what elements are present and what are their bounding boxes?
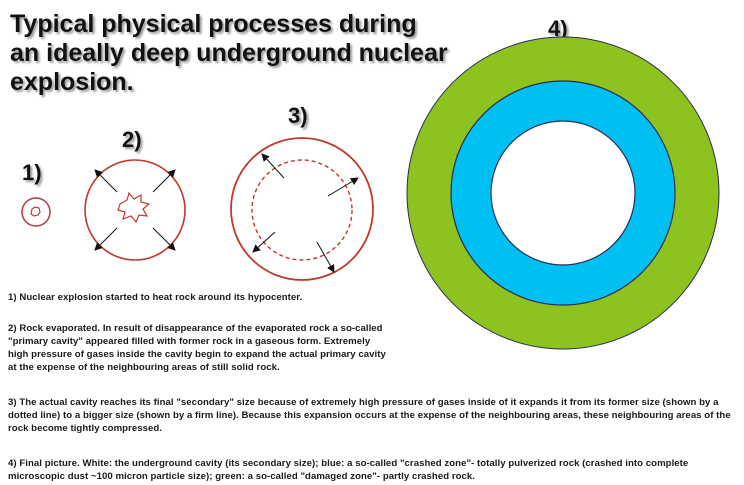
stage-2-label: 2) <box>122 127 142 152</box>
stage-4-label: 4) <box>548 16 568 41</box>
note-3: 3) The actual cavity reaches its final "… <box>8 397 731 434</box>
note-4: 4) Final picture. White: the underground… <box>8 458 689 482</box>
stage-4-cavity <box>490 120 636 266</box>
diagram-title: Typical physical processes during an ide… <box>10 10 448 96</box>
stage-2-arrow-nw <box>94 169 118 193</box>
stage-1-diagram <box>21 197 51 227</box>
stage-2-arrow-ne <box>152 169 176 193</box>
stage-4-diagram <box>406 36 720 350</box>
stage-3-secondary-boundary <box>230 137 374 281</box>
stage-3-arrow-sw <box>252 231 276 253</box>
stage-3-arrow-ne <box>327 177 359 197</box>
stage-1-hypocenter <box>30 206 41 217</box>
note-1: 1) Nuclear explosion started to heat roc… <box>8 292 303 303</box>
stage-2-arrow-sw <box>94 227 118 251</box>
stage-3-label: 3) <box>288 103 308 128</box>
note-2: 2) Rock evaporated. In result of disappe… <box>8 323 386 373</box>
stage-2-rock-boundary <box>84 159 186 261</box>
stage-2-arrow-se <box>152 227 176 251</box>
stage-2-primary-cavity <box>117 191 151 224</box>
stage-3-former-boundary <box>251 159 353 261</box>
stage-2-diagram <box>84 159 186 261</box>
stage-3-arrow-se <box>316 241 335 273</box>
stage-3-diagram <box>230 137 374 281</box>
stage-3-arrow-nw <box>261 153 285 179</box>
stage-1-rock-boundary <box>21 197 51 227</box>
stage-1-label: 1) <box>22 160 42 185</box>
